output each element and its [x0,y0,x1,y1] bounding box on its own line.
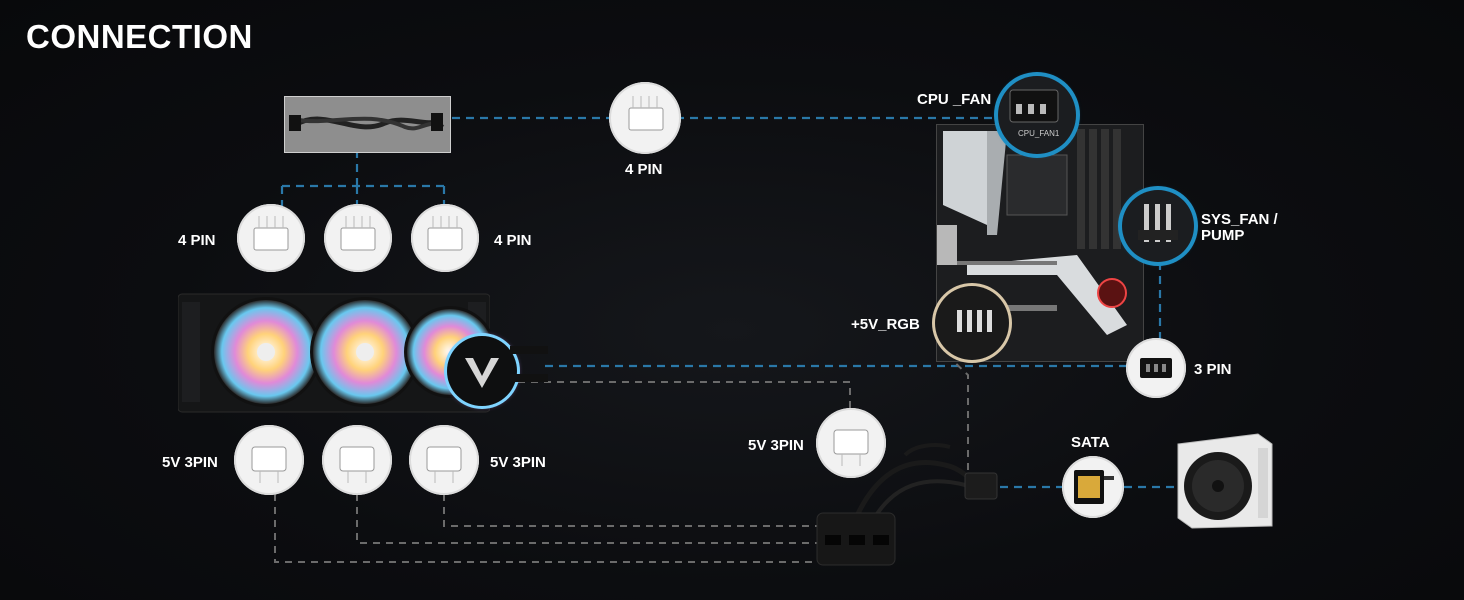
argb-hub-controller [815,435,1015,570]
hub-argb-connector-icon [816,408,886,478]
aio-radiator [177,290,496,415]
argb-label-right: 5V 3PIN [490,454,546,471]
fan-4pin-label-left: 4 PIN [178,232,216,249]
pwm-4pin-connector-icon [609,82,681,154]
power-supply [1174,430,1274,530]
fan1-4pin-connector-icon [237,204,305,272]
sys-fan-label: SYS_FAN / PUMP [1201,212,1278,244]
rgb-header-label: +5V_RGB [851,316,920,333]
cpu-fan-label: CPU _FAN [917,91,992,108]
pwm-4pin-label: 4 PIN [625,161,663,178]
rgb-header-callout [935,286,1009,360]
sata-label: SATA [1071,434,1110,451]
pump-head [447,336,517,406]
fan-4pin-label-right: 4 PIN [494,232,532,249]
fan3-argb-connector-icon [409,425,479,495]
page-title: CONNECTION [26,18,253,55]
pump-tubes [510,340,550,390]
hub-argb-label: 5V 3PIN [748,437,804,454]
pump-3pin-label: 3 PIN [1194,361,1232,378]
fan1-argb-connector-icon [234,425,304,495]
pump-logo-icon [465,358,499,388]
fan3-4pin-connector-icon [411,204,479,272]
sys-fan-label-line2: PUMP [1201,227,1245,244]
argb-label-left: 5V 3PIN [162,454,218,471]
cpu-fan-silk-text: CPU_FAN1 [1018,129,1060,138]
sys-fan-header-callout [1122,190,1194,262]
pwm-splitter-cable [284,96,451,153]
sata-connector-icon [1062,456,1124,518]
fan2-argb-connector-icon [322,425,392,495]
pump-3pin-connector-icon [1126,338,1186,398]
sys-fan-label-line1: SYS_FAN / [1201,211,1278,228]
fan2-4pin-connector-icon [324,204,392,272]
cpu-fan-header-callout: CPU_FAN1 [998,76,1076,154]
